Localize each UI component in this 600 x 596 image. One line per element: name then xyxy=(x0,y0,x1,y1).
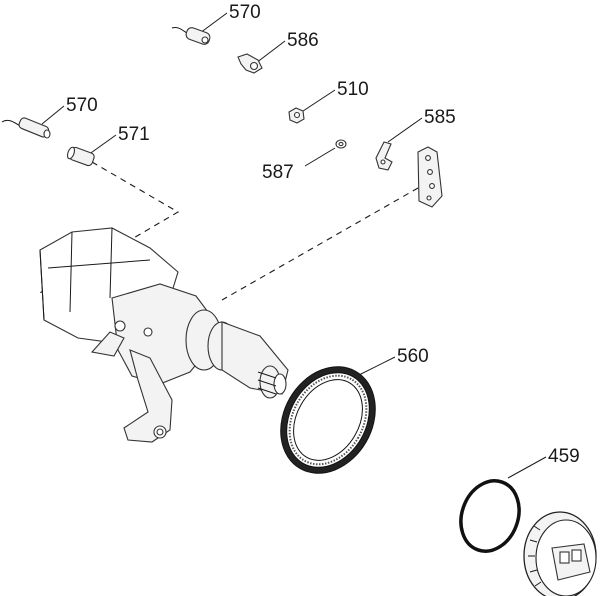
nut-510 xyxy=(288,107,305,124)
leader-570-left xyxy=(41,105,65,125)
tone-ring-560 xyxy=(280,366,376,474)
sensor-570-left xyxy=(1,117,51,139)
washer-587 xyxy=(335,139,347,149)
bushing-571 xyxy=(66,146,95,167)
mounting-plate xyxy=(417,146,443,208)
callout-586: 586 xyxy=(287,30,319,51)
assembly-dashed-lines xyxy=(37,161,419,301)
leader-587 xyxy=(304,147,336,167)
dash-sensor-path xyxy=(37,161,180,295)
callout-570-left: 570 xyxy=(66,95,98,116)
leader-560 xyxy=(354,356,396,378)
o-ring-459 xyxy=(459,479,521,553)
callout-587: 587 xyxy=(262,162,294,183)
callout-571: 571 xyxy=(118,124,150,145)
sensor-570-top xyxy=(171,27,211,45)
callout-459: 459 xyxy=(548,446,580,467)
leader-571 xyxy=(87,134,117,156)
leader-585 xyxy=(387,117,423,143)
dash-bracket-path xyxy=(221,187,419,301)
leader-510 xyxy=(299,89,336,114)
hub-cap xyxy=(523,511,597,596)
leader-lines xyxy=(41,12,547,479)
axle-housing xyxy=(39,227,289,443)
callout-570-top: 570 xyxy=(229,2,261,23)
clip-586 xyxy=(237,53,263,74)
leader-586 xyxy=(255,40,286,64)
callout-510: 510 xyxy=(337,79,369,100)
leader-570-top xyxy=(199,12,228,34)
bracket-585 xyxy=(375,141,393,171)
callout-585: 585 xyxy=(424,107,456,128)
callout-560: 560 xyxy=(397,346,429,367)
leader-459 xyxy=(507,456,547,479)
